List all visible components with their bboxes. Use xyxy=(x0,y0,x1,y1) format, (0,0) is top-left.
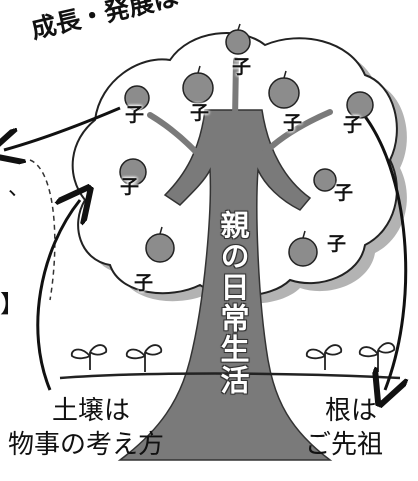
apple-icon xyxy=(288,237,318,267)
tree-branch xyxy=(255,109,333,163)
arrow-top-left xyxy=(4,106,121,150)
sprout-icon xyxy=(70,342,396,372)
arrow-soil-to-tree xyxy=(36,200,80,391)
apple-icon xyxy=(225,29,251,55)
apple-label: 子 xyxy=(232,56,252,78)
apple-icon xyxy=(119,158,147,186)
apple-label: 子 xyxy=(343,114,363,136)
apple-stems xyxy=(159,23,306,239)
apple-icon xyxy=(145,233,175,263)
roots-label-line1: 根は xyxy=(325,396,378,426)
apple-label: 子 xyxy=(283,112,303,134)
tree-branch xyxy=(147,112,211,168)
apple-label: 子 xyxy=(327,233,347,255)
apple-label: 子 xyxy=(190,102,210,124)
trunk-label: 親の日常生活 xyxy=(216,210,250,396)
roots-label-line2: ご先祖 xyxy=(305,430,384,460)
apple-icon xyxy=(313,168,337,192)
dashed-circle xyxy=(29,159,56,301)
apple-group xyxy=(119,29,374,267)
apple-icon xyxy=(268,77,300,109)
tree-trunk xyxy=(117,109,333,461)
soil-label-line2: 物事の考え方 xyxy=(8,430,165,460)
apple-label: 子 xyxy=(125,104,145,126)
apple-label: 子 xyxy=(134,272,154,294)
apple-label: 子 xyxy=(334,182,354,204)
left-bracket-fragment: 】 xyxy=(0,290,24,318)
apple-icon xyxy=(124,85,150,111)
apple-label: 子 xyxy=(120,176,140,198)
apple-icon xyxy=(346,91,374,119)
tree-branch xyxy=(232,57,239,123)
left-dash-fragment: 、 xyxy=(8,176,31,201)
arrow-tree-to-roots xyxy=(358,109,406,390)
ground-line xyxy=(59,372,401,380)
soil-label-line1: 土壌は xyxy=(52,396,131,426)
